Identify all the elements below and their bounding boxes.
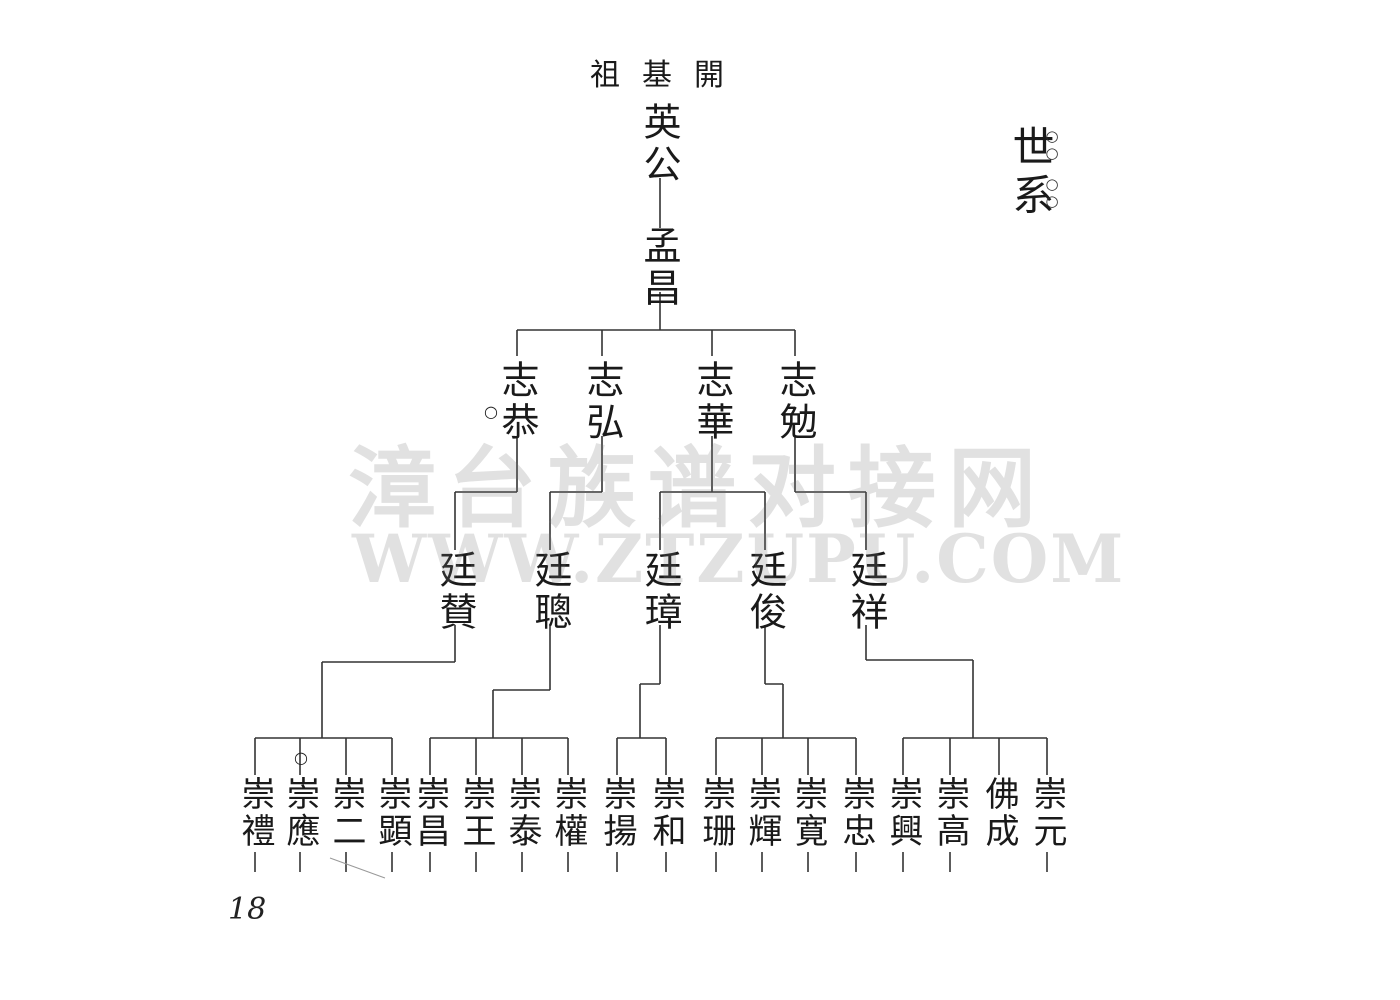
gen3-name: 志勉 xyxy=(773,360,817,444)
gen5-name: 崇王 xyxy=(456,776,496,850)
gen5-name: 崇元 xyxy=(1027,776,1067,850)
gen3-name: 志華 xyxy=(690,360,734,444)
gen5-name: 崇輝 xyxy=(742,776,782,850)
gen5-name: 崇泰 xyxy=(502,776,542,850)
gen5-name: 崇禮 xyxy=(235,776,275,850)
section-mark: ○ xyxy=(1045,127,1059,145)
gen5-name: 崇忠 xyxy=(836,776,876,850)
gen3-name: 志恭 xyxy=(495,360,539,444)
gen4-name: 廷璋 xyxy=(638,550,682,634)
gen3-name: 志弘 xyxy=(580,360,624,444)
gen4-name: 廷俊 xyxy=(743,550,787,634)
gen4-name: 廷祥 xyxy=(844,550,888,634)
gen5-name: 崇寛 xyxy=(788,776,828,850)
section-mark: ○ xyxy=(1045,192,1059,210)
gen5-name: 佛成 xyxy=(979,776,1019,850)
gen5-name: 崇高 xyxy=(930,776,970,850)
gen5-name: 崇興 xyxy=(883,776,923,850)
gen5-name: 崇應 xyxy=(280,776,320,850)
header-title: 開基祖 xyxy=(590,58,746,93)
section-mark: ○ xyxy=(1045,175,1059,193)
section-mark: ○ xyxy=(1045,144,1059,162)
gen5-name: 崇珊 xyxy=(696,776,736,850)
gen5-mark: ○ xyxy=(294,748,308,767)
gen3-mark: ○ xyxy=(484,402,498,421)
gen4-name: 廷聰 xyxy=(528,550,572,634)
gen5-name: 崇揚 xyxy=(597,776,637,850)
gen5-name: 崇昌 xyxy=(410,776,450,850)
section-title: 世系 xyxy=(1006,125,1055,221)
page-number: 18 xyxy=(228,892,267,927)
gen2-name: 孟昌 xyxy=(637,226,681,310)
gen5-name: 崇權 xyxy=(548,776,588,850)
section-marks: ○ ○ ○ ○ xyxy=(1042,128,1062,210)
gen1-name: 英公 xyxy=(637,102,681,186)
gen5-name: 崇顕 xyxy=(372,776,412,850)
gen4-name: 廷賛 xyxy=(433,550,477,634)
gen5-name: 崇和 xyxy=(646,776,686,850)
gen5-name: 崇二 xyxy=(326,776,366,850)
